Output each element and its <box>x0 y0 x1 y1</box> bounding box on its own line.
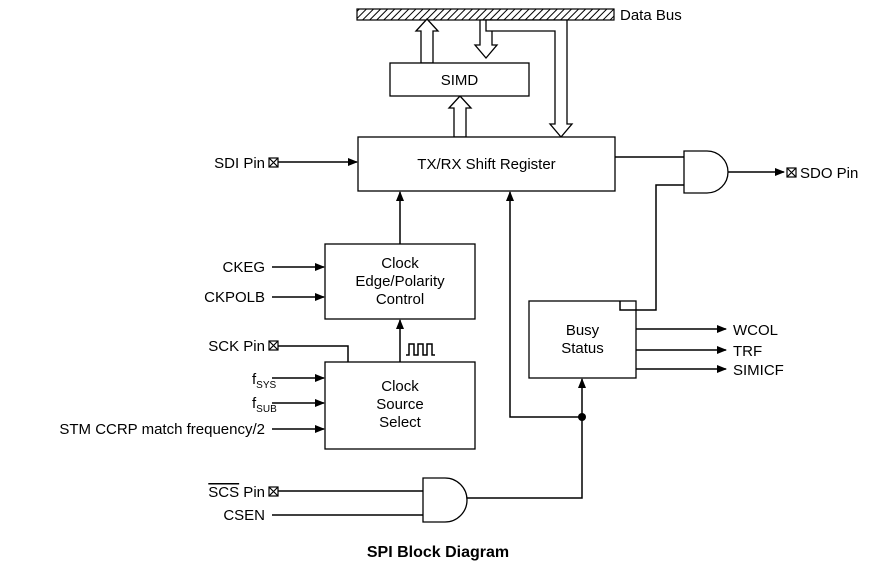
clock-source-line-3: Select <box>379 414 422 431</box>
clock-source-line-1: Clock <box>381 378 419 395</box>
sck-wire <box>278 345 349 362</box>
bus-to-shift-register-arrow <box>485 19 574 139</box>
sdi-pin-label: SDI Pin <box>214 155 265 172</box>
sck-pin-icon <box>268 340 279 351</box>
clock-source-select-block <box>324 361 476 450</box>
fsub-label: fSUB <box>252 395 277 415</box>
clock-edge-line-1: Clock <box>381 255 419 272</box>
simd-to-bus-arrow <box>414 18 440 64</box>
scs-overbar-text: SCS <box>208 484 239 501</box>
enable-to-shift-wire <box>506 191 582 418</box>
clock-edge-line-2: Edge/Polarity <box>355 273 445 290</box>
busy-status-line-1: Busy <box>566 322 600 339</box>
clock-pulse-icon <box>406 343 435 356</box>
sck-pin-label: SCK Pin <box>208 338 265 355</box>
shift-register-block <box>357 136 616 192</box>
busy-to-sdo-gate-wire <box>619 184 684 311</box>
scs-pin-label: SCS Pin <box>208 484 265 501</box>
simd-label: SIMD <box>441 72 479 89</box>
wcol-label: WCOL <box>733 322 778 339</box>
trf-label: TRF <box>733 343 762 360</box>
shift-register-label: TX/RX Shift Register <box>417 156 555 173</box>
scs-and-gate <box>422 477 468 523</box>
sdi-pin-icon <box>268 157 279 168</box>
scs-pin-icon <box>268 486 279 497</box>
data-bus-label: Data Bus <box>620 7 682 24</box>
simd-block <box>389 62 530 97</box>
fsys-label: fSYS <box>252 371 277 391</box>
clock-source-line-2: Source <box>376 396 424 413</box>
csen-label: CSEN <box>223 507 265 524</box>
ckeg-label: CKEG <box>222 259 265 276</box>
simd-to-shift-register-arrow <box>447 95 473 138</box>
busy-status-block <box>528 300 637 379</box>
diagram-caption: SPI Block Diagram <box>367 544 509 561</box>
busy-status-line-2: Status <box>561 340 604 357</box>
stm-label: STM CCRP match frequency/2 <box>59 421 265 438</box>
clock-edge-polarity-block <box>324 243 476 320</box>
clock-edge-line-3: Control <box>376 291 424 308</box>
sdo-pin-label: SDO Pin <box>800 165 858 182</box>
data-bus <box>356 8 615 21</box>
ckpolb-label: CKPOLB <box>204 289 265 306</box>
simicf-label: SIMICF <box>733 362 784 379</box>
sdo-and-gate <box>683 150 729 194</box>
sdo-pin-icon <box>786 167 797 178</box>
scs-gate-out-wire <box>467 417 583 499</box>
